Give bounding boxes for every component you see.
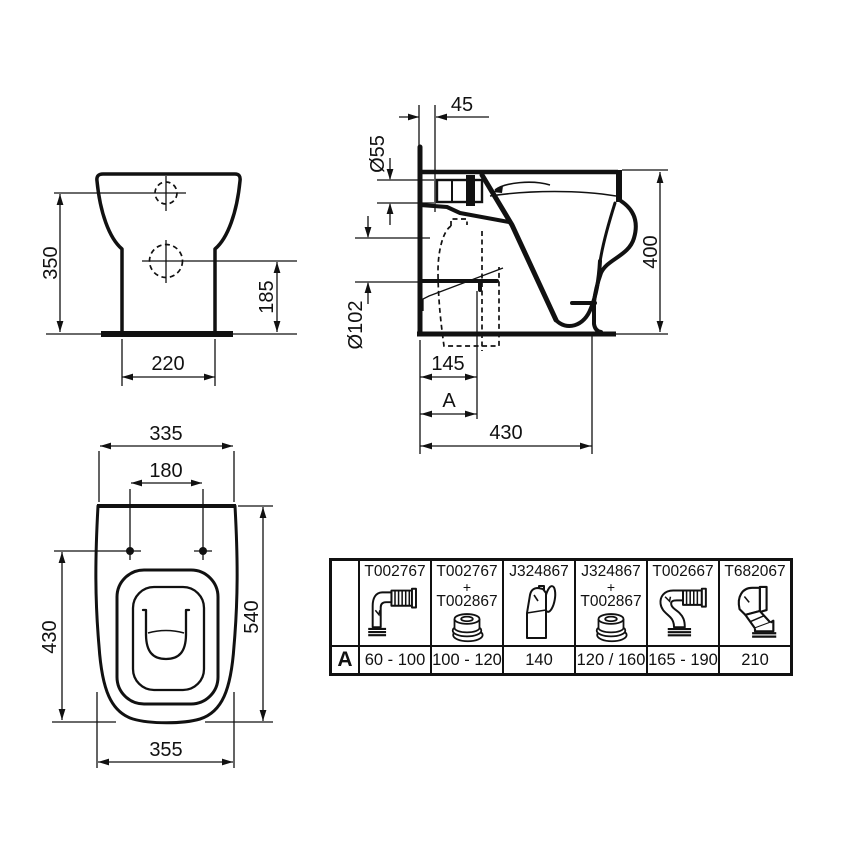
angled-connector-icon	[737, 586, 777, 639]
offset-gasket-icon	[595, 613, 628, 643]
dim-185: 185	[256, 280, 278, 313]
top-view: 335 180 430 540	[39, 423, 273, 768]
dim-180: 180	[149, 460, 182, 482]
top-view-outline	[54, 504, 239, 725]
table-column-3: J324867 140	[504, 561, 576, 673]
dim-350: 350	[40, 246, 62, 279]
side-section-view: 45 Ø55 Ø102 400	[345, 94, 668, 454]
front-dimensions: 350 185 220	[40, 192, 297, 386]
elbow-90-corrugated-icon	[368, 588, 417, 637]
dim-430-top: 430	[39, 620, 61, 653]
a-value: 140	[504, 645, 574, 673]
hidden-outlet-dashed	[437, 218, 500, 351]
part-number: T002767	[436, 563, 498, 580]
wall-and-floor	[417, 144, 668, 337]
fixing-holes	[148, 176, 184, 283]
front-view: 350 185 220	[40, 172, 297, 386]
a-value: 100 - 120	[432, 645, 502, 673]
pan-profile	[418, 169, 638, 334]
table-column-6: T682067	[720, 561, 790, 673]
table-column-5: T002667	[648, 561, 720, 673]
connector-table: A T002767	[329, 558, 793, 676]
a-value: 120 / 160	[576, 645, 646, 673]
top-dimensions: 335 180 430 540	[39, 423, 273, 768]
a-value: 210	[720, 645, 790, 673]
side-dimensions: 45 Ø55 Ø102 400	[345, 94, 668, 454]
table-column-4: J324867 + T002867 120 / 160	[576, 561, 648, 673]
front-view-outline	[46, 172, 297, 337]
dim-540: 540	[241, 600, 263, 633]
table-row-label: A	[332, 645, 358, 673]
a-value: 60 - 100	[360, 645, 430, 673]
part-number: J324867	[509, 563, 569, 580]
part-number: J324867	[581, 563, 641, 580]
dim-400: 400	[640, 235, 662, 268]
part-number: T682067	[724, 563, 786, 580]
part-number: T002767	[364, 563, 426, 580]
table-column-2: T002767 + T002867 100 - 120	[432, 561, 504, 673]
dim-145: 145	[431, 353, 464, 375]
dim-A: A	[442, 390, 456, 412]
offset-gasket-icon	[451, 613, 484, 643]
dim-335: 335	[149, 423, 182, 445]
a-value: 165 - 190	[648, 645, 718, 673]
dim-55: Ø55	[367, 135, 389, 173]
dim-45: 45	[451, 94, 473, 116]
dim-355: 355	[149, 739, 182, 761]
table-column-1: T002767	[360, 561, 432, 673]
part-number: T002667	[652, 563, 714, 580]
dim-220: 220	[151, 353, 184, 375]
dim-102: Ø102	[345, 301, 367, 350]
inlet-valve	[435, 175, 617, 206]
table-label-column: A	[332, 561, 360, 673]
dim-430-side: 430	[489, 422, 522, 444]
vertical-offset-connector-icon	[526, 585, 557, 640]
s-bend-corrugated-icon	[659, 588, 707, 637]
